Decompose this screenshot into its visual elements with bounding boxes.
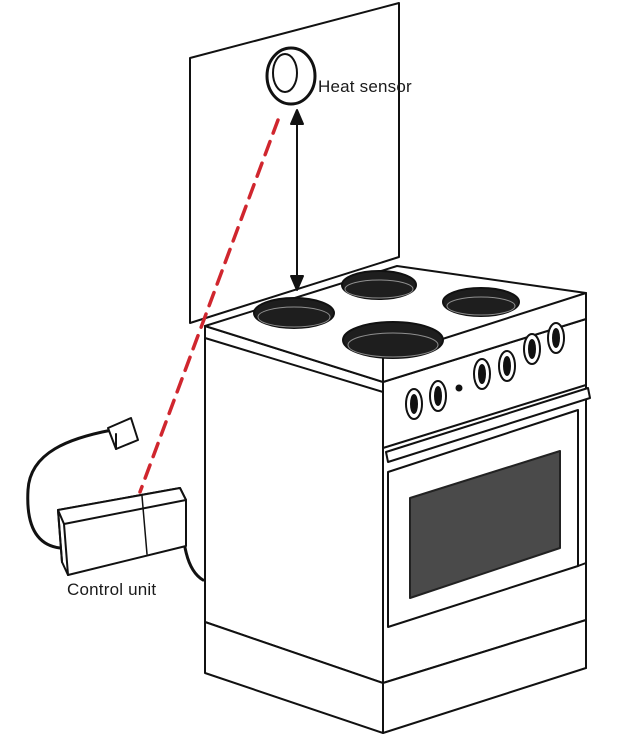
- control-knobs: [405, 322, 565, 420]
- indicator-light: [455, 384, 463, 392]
- burner-front-left: [253, 297, 335, 329]
- outlet-plug-icon: [107, 417, 139, 450]
- burner-back-right: [442, 287, 520, 317]
- wall-panel: [189, 2, 400, 324]
- oven-window: [409, 450, 561, 599]
- burners: [253, 270, 520, 359]
- burner-back-left: [341, 270, 417, 300]
- heat-sensor-icon: [265, 46, 317, 106]
- control-unit-label: Control unit: [67, 580, 157, 599]
- stove-side: [204, 325, 384, 684]
- oven-handle: [385, 387, 591, 463]
- control-unit-box: [57, 487, 187, 576]
- power-cable: [26, 428, 114, 550]
- distance-arrow: [290, 109, 304, 291]
- heat-sensor-label: Heat sensor: [318, 77, 412, 96]
- signal-line: [138, 118, 280, 494]
- burner-front-right: [342, 321, 444, 359]
